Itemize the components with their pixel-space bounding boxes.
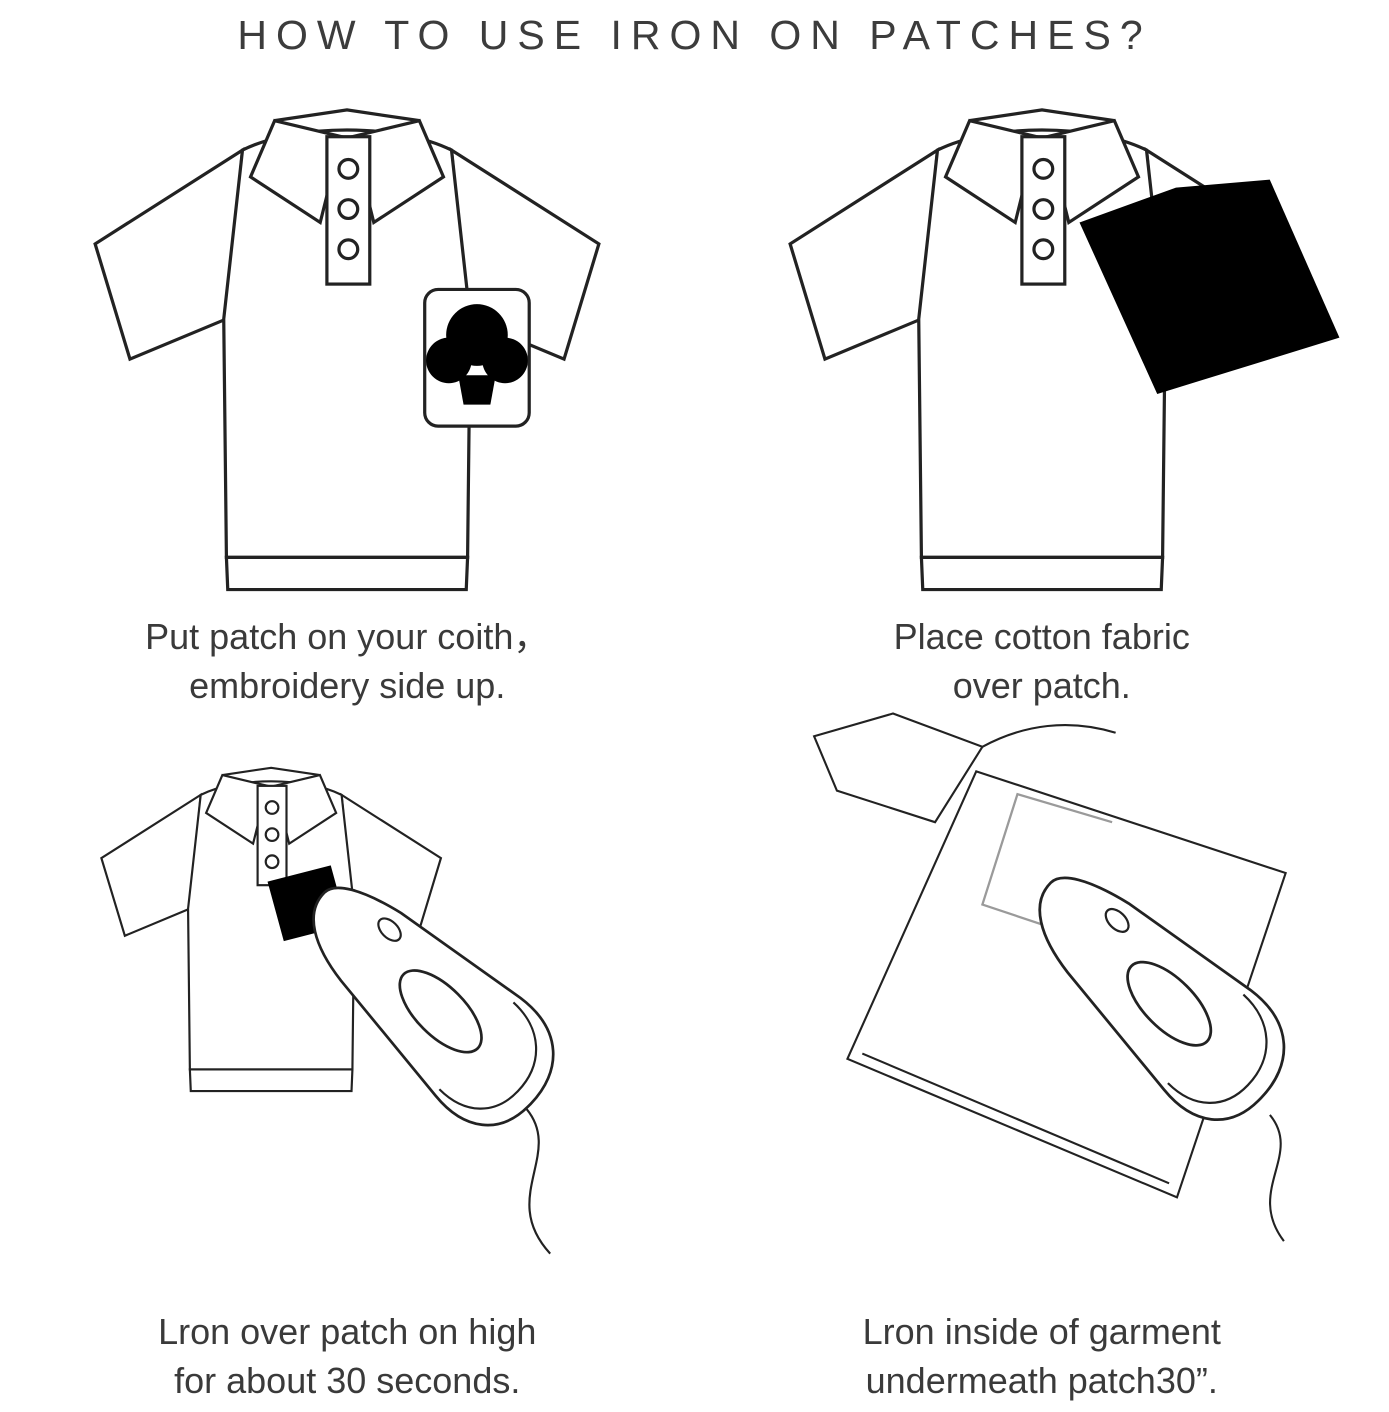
step-4: Lron inside of garment undermeath patch3…: [695, 710, 1389, 1405]
step-4-caption: Lron inside of garment undermeath patch3…: [863, 1308, 1221, 1405]
step-1-caption-line-2: embroidery side up.: [189, 664, 506, 706]
page-title: HOW TO USE IRON ON PATCHES?: [237, 12, 1152, 58]
step-3-caption-line-1: Lron over patch on high: [158, 1311, 537, 1353]
step-1-illustration: [93, 108, 601, 592]
patch-position-guide-icon: [980, 792, 1113, 941]
step-3-illustration: [100, 766, 581, 1255]
step-2-caption-line-2: over patch.: [952, 664, 1131, 706]
step-2-caption: Place cotton fabric over patch.: [894, 613, 1190, 710]
garment-sleeve-icon: [812, 712, 1116, 824]
step-4-illustration: [812, 712, 1312, 1242]
patch-icon: [426, 304, 529, 405]
power-cord-icon: [1268, 1114, 1285, 1242]
step-3-caption: Lron over patch on high for about 30 sec…: [158, 1308, 536, 1405]
step-2-illustration: [788, 108, 1340, 592]
step-1-caption-line-1: Put patch on your coith，: [145, 616, 550, 657]
step-4-caption-line-1: Lron inside of garment: [862, 1311, 1221, 1353]
step-3: Lron over patch on high for about 30 sec…: [0, 710, 695, 1405]
cotton-fabric-icon: [1079, 179, 1340, 394]
step-1-caption: Put patch on your coith， embroidery side…: [145, 613, 549, 710]
step-2: Place cotton fabric over patch.: [695, 59, 1389, 710]
step-1: Put patch on your coith， embroidery side…: [0, 59, 695, 710]
steps-grid: Put patch on your coith， embroidery side…: [0, 59, 1389, 1405]
power-cord-icon: [526, 1108, 552, 1255]
step-4-caption-line-2: undermeath patch30”.: [865, 1359, 1218, 1401]
step-2-caption-line-1: Place cotton fabric: [893, 616, 1190, 657]
step-3-caption-line-2: for about 30 seconds.: [174, 1359, 521, 1401]
